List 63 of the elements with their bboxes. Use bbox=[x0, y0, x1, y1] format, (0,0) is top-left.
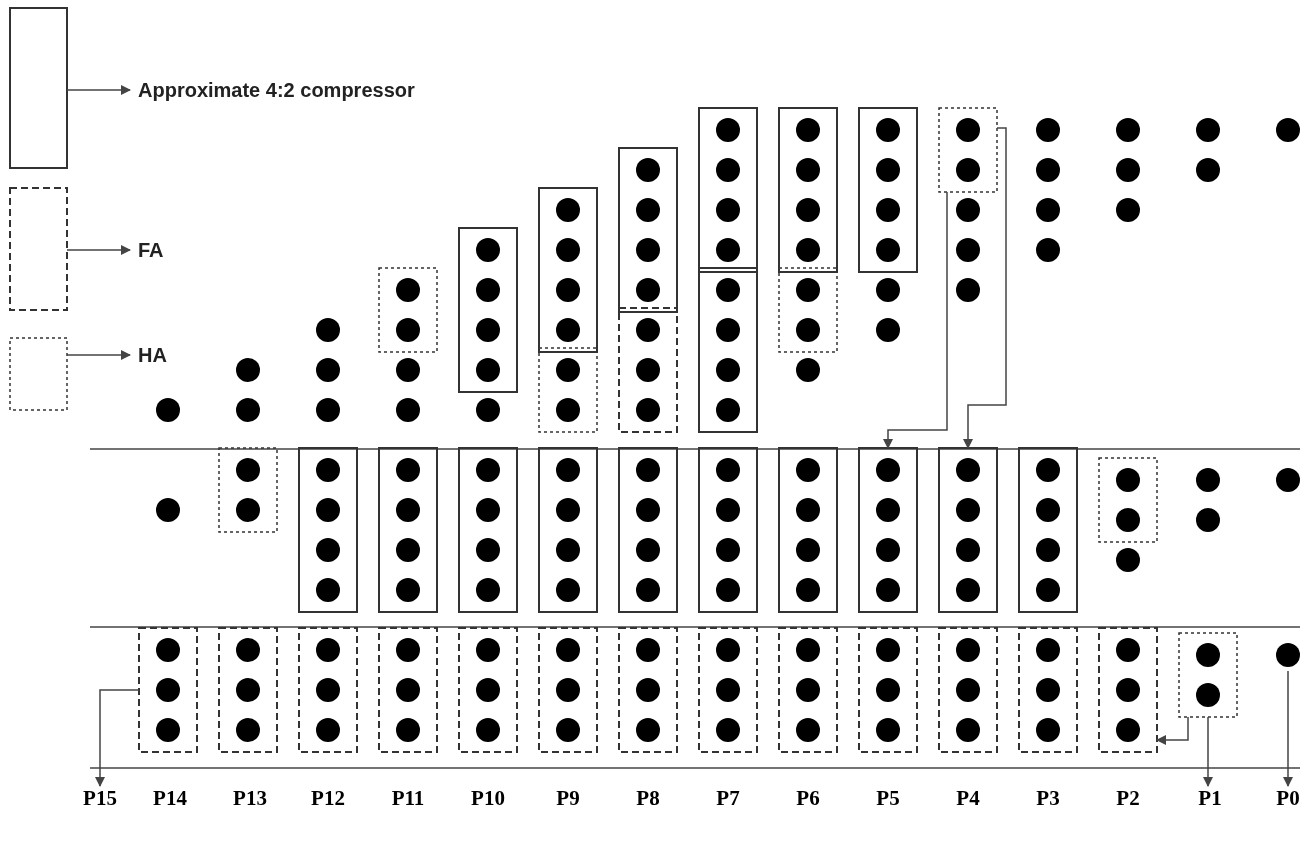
column-label: P2 bbox=[1116, 786, 1140, 810]
column-label: P1 bbox=[1198, 786, 1222, 810]
compressor-box bbox=[458, 227, 518, 393]
half-adder-box bbox=[1178, 632, 1238, 718]
compressor-box bbox=[458, 447, 518, 613]
column-label: P4 bbox=[956, 786, 980, 810]
arrow bbox=[963, 127, 1007, 449]
full-adder-box bbox=[1098, 627, 1158, 753]
compressor-box bbox=[1018, 447, 1078, 613]
full-adder-box bbox=[618, 627, 678, 753]
full-adder-box bbox=[858, 627, 918, 753]
column-label: P11 bbox=[391, 786, 425, 810]
compressor-box bbox=[698, 447, 758, 613]
column-label: P3 bbox=[1036, 786, 1060, 810]
compressor-box bbox=[618, 147, 678, 313]
half-adder-box bbox=[938, 107, 998, 193]
column-label: P0 bbox=[1276, 786, 1300, 810]
column-label: P7 bbox=[716, 786, 740, 810]
column-label: P10 bbox=[471, 786, 505, 810]
compressor-box bbox=[618, 447, 678, 613]
compressor-box bbox=[938, 447, 998, 613]
column-label: P9 bbox=[556, 786, 580, 810]
arrow bbox=[883, 191, 948, 449]
half-adder-box bbox=[218, 447, 278, 533]
compressor-box bbox=[858, 447, 918, 613]
full-adder-box bbox=[458, 627, 518, 753]
full-adder-box bbox=[378, 627, 438, 753]
column-label: P14 bbox=[153, 786, 187, 810]
compressor-box bbox=[538, 187, 598, 353]
compressor-box bbox=[298, 447, 358, 613]
column-label: P13 bbox=[233, 786, 267, 810]
half-adder-box bbox=[538, 347, 598, 433]
full-adder-box bbox=[538, 627, 598, 753]
full-adder-box bbox=[698, 627, 758, 753]
full-adder-box bbox=[1018, 627, 1078, 753]
compressor-box bbox=[858, 107, 918, 273]
half-adder-box bbox=[778, 267, 838, 353]
column-label: P15 bbox=[83, 786, 117, 810]
arrow bbox=[1283, 670, 1293, 787]
half-adder-box bbox=[1098, 457, 1158, 543]
full-adder-box bbox=[938, 627, 998, 753]
legend-text: Approximate 4:2 compressor bbox=[138, 78, 415, 102]
full-adder-box bbox=[778, 627, 838, 753]
full-adder-box bbox=[138, 627, 198, 753]
legend-text: HA bbox=[138, 343, 167, 367]
column-label: P5 bbox=[876, 786, 900, 810]
legend-text: FA bbox=[138, 238, 164, 262]
full-adder-box bbox=[618, 307, 678, 433]
column-label: P12 bbox=[311, 786, 345, 810]
compressor-box bbox=[698, 267, 758, 433]
half-adder-box bbox=[378, 267, 438, 353]
compressor-box bbox=[378, 447, 438, 613]
compressor-box bbox=[778, 107, 838, 273]
full-adder-box bbox=[298, 627, 358, 753]
compressor-box bbox=[778, 447, 838, 613]
compressor-box bbox=[698, 107, 758, 273]
compressor-box bbox=[538, 447, 598, 613]
arrow bbox=[1156, 716, 1189, 745]
arrow bbox=[1203, 716, 1213, 787]
column-label: P8 bbox=[636, 786, 660, 810]
column-label: P6 bbox=[796, 786, 820, 810]
arrow bbox=[95, 689, 140, 787]
full-adder-box bbox=[218, 627, 278, 753]
